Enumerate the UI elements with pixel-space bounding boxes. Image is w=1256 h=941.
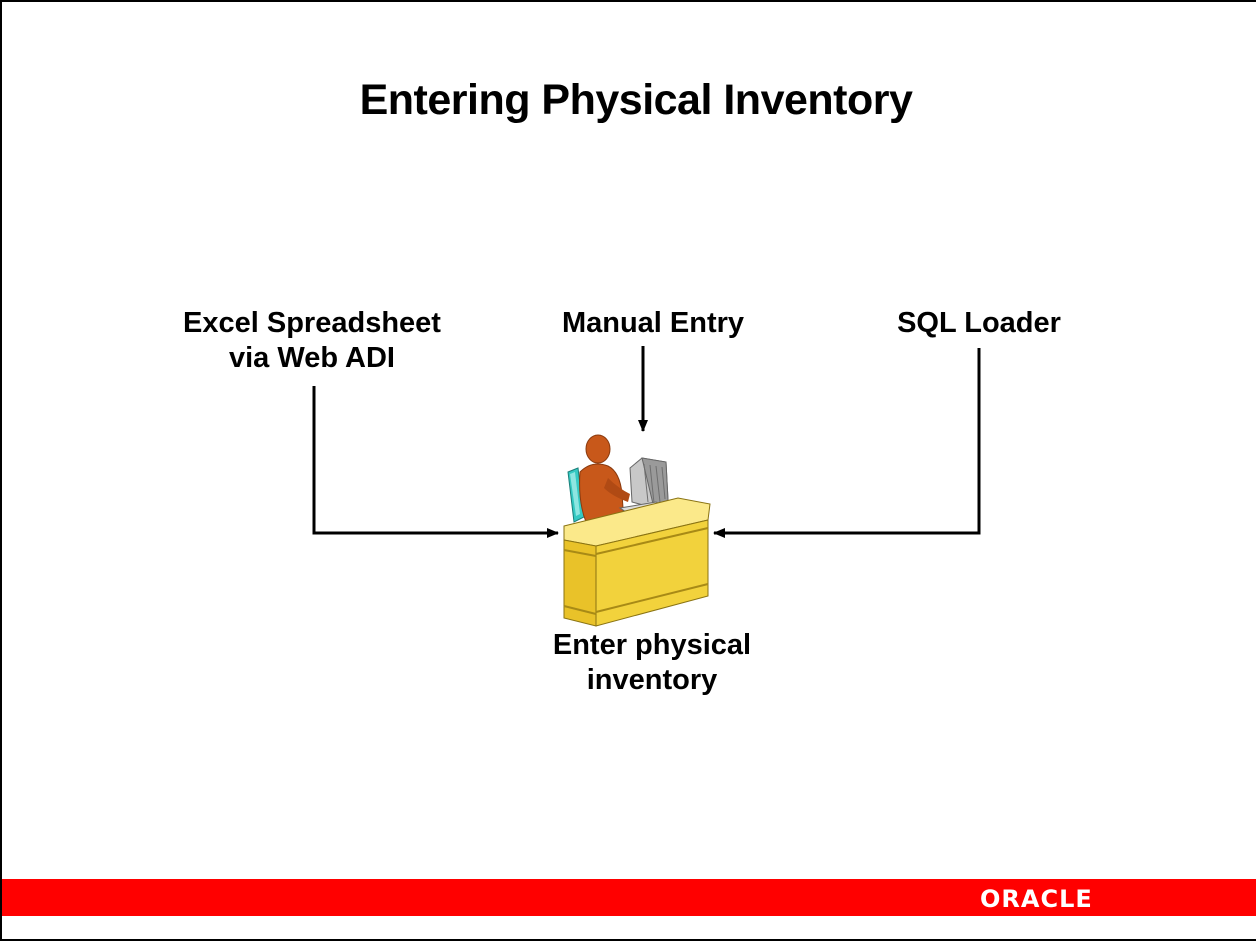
source-label-excel: Excel Spreadsheet via Web ADI	[146, 306, 478, 376]
source-label-sql: SQL Loader	[862, 306, 1096, 341]
footer-bar	[2, 879, 1256, 916]
slide-title: Entering Physical Inventory	[359, 76, 913, 124]
target-label-line2: inventory	[586, 664, 718, 696]
person-at-desk-icon	[563, 434, 711, 627]
desk-icon	[563, 497, 711, 627]
target-label-line1: Enter physical	[552, 629, 752, 661]
target-label: Enter physical inventory	[502, 628, 802, 698]
oracle-logo: ORACLE	[980, 885, 1093, 913]
source-label-sql-line1: SQL Loader	[897, 307, 1061, 339]
connector-sql-arrow	[713, 348, 981, 538]
person-icon	[579, 434, 630, 523]
source-label-manual: Manual Entry	[522, 306, 784, 341]
source-label-manual-line1: Manual Entry	[561, 307, 745, 339]
connector-excel-arrow	[312, 386, 559, 538]
source-label-excel-line2: via Web ADI	[229, 342, 395, 374]
source-label-excel-line1: Excel Spreadsheet	[183, 307, 441, 339]
